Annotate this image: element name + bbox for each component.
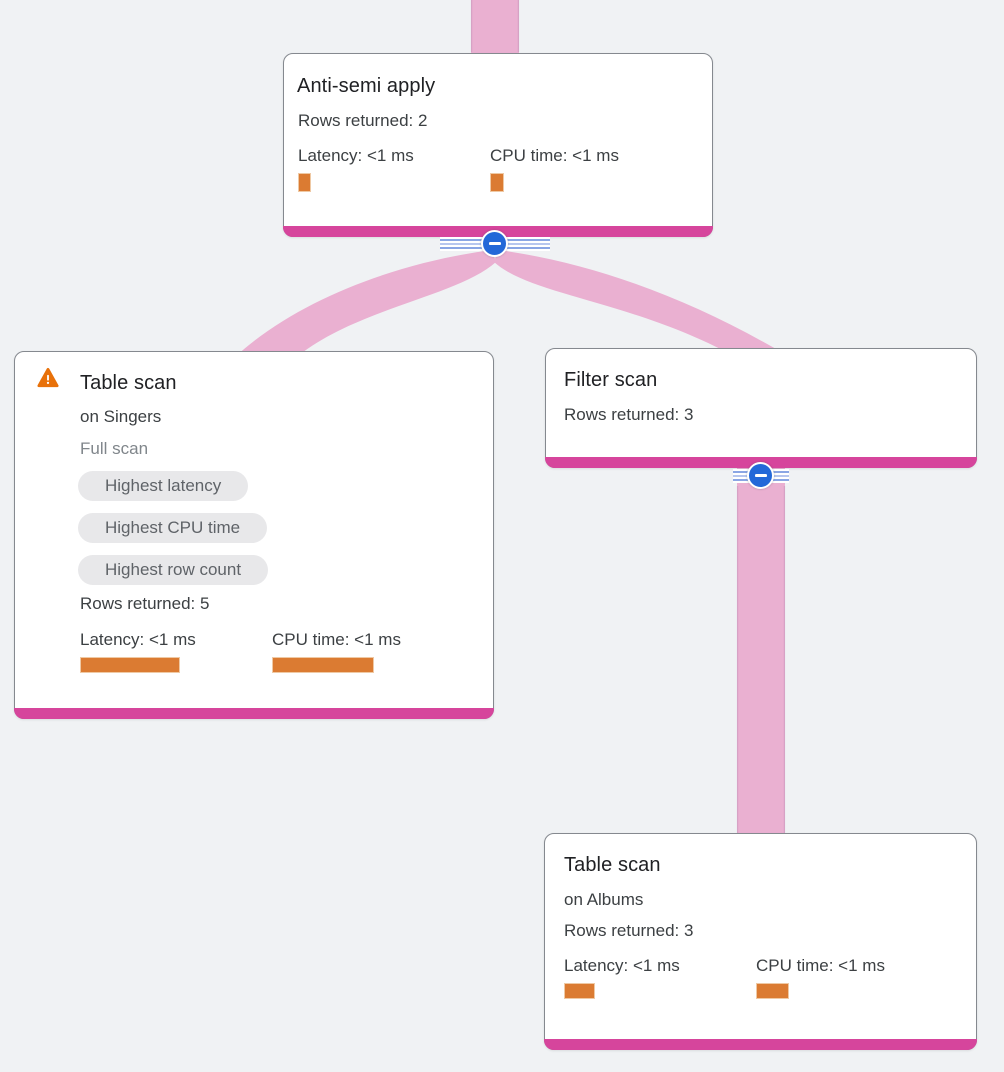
edge-root-to-filter bbox=[494, 250, 788, 356]
latency-bar bbox=[80, 657, 180, 673]
node-metrics: Latency: <1 ms CPU time: <1 ms bbox=[80, 630, 464, 673]
minus-icon bbox=[488, 242, 501, 245]
badge-highest-cpu-time: Highest CPU time bbox=[78, 513, 268, 543]
cpu-bar bbox=[490, 173, 504, 192]
node-subtitle: on Albums bbox=[564, 890, 644, 909]
cpu-metric: CPU time: <1 ms bbox=[272, 630, 464, 673]
node-subtitle: on Singers bbox=[80, 407, 162, 426]
collapse-button-filter[interactable] bbox=[747, 462, 774, 489]
rows-returned: Rows returned: 5 bbox=[80, 594, 210, 613]
badge-highest-latency: Highest latency bbox=[78, 471, 249, 501]
latency-label: Latency: <1 ms bbox=[80, 630, 196, 649]
cpu-bar bbox=[756, 983, 789, 999]
edge-filter-to-albums bbox=[737, 455, 785, 840]
plan-node-anti-semi-apply[interactable]: Anti-semi apply Rows returned: 2 Latency… bbox=[283, 53, 713, 237]
cpu-bar bbox=[272, 657, 374, 673]
node-metrics: Latency: <1 ms CPU time: <1 ms bbox=[564, 956, 948, 999]
edge-root-to-singers bbox=[236, 250, 496, 356]
latency-bar bbox=[298, 173, 311, 192]
rows-returned: Rows returned: 3 bbox=[564, 921, 694, 940]
node-accent-bar bbox=[544, 1039, 977, 1050]
latency-metric: Latency: <1 ms bbox=[564, 956, 756, 999]
cpu-label: CPU time: <1 ms bbox=[490, 146, 619, 165]
latency-bar bbox=[564, 983, 595, 999]
latency-label: Latency: <1 ms bbox=[564, 956, 680, 975]
collapse-button-root[interactable] bbox=[481, 230, 508, 257]
warning-triangle-icon bbox=[37, 367, 59, 388]
cpu-label: CPU time: <1 ms bbox=[756, 956, 885, 975]
node-title: Table scan bbox=[564, 854, 661, 876]
cpu-metric: CPU time: <1 ms bbox=[756, 956, 948, 999]
node-accent-bar bbox=[14, 708, 494, 719]
plan-node-table-scan-albums[interactable]: Table scan on Albums Rows returned: 3 La… bbox=[544, 833, 977, 1050]
plan-node-filter-scan[interactable]: Filter scan Rows returned: 3 bbox=[545, 348, 977, 468]
latency-label: Latency: <1 ms bbox=[298, 146, 414, 165]
badge-highest-row-count: Highest row count bbox=[78, 555, 269, 585]
latency-metric: Latency: <1 ms bbox=[80, 630, 272, 673]
scan-type-label: Full scan bbox=[80, 439, 149, 458]
node-title: Filter scan bbox=[564, 369, 658, 391]
badge-list: Highest latency Highest CPU time Highest… bbox=[78, 471, 269, 585]
rows-returned: Rows returned: 2 bbox=[298, 111, 428, 130]
node-title: Table scan bbox=[80, 372, 177, 394]
node-title: Anti-semi apply bbox=[297, 75, 436, 97]
plan-node-table-scan-singers[interactable]: Table scan on Singers Full scan Highest … bbox=[14, 351, 494, 719]
node-metrics: Latency: <1 ms CPU time: <1 ms bbox=[298, 146, 682, 192]
cpu-metric: CPU time: <1 ms bbox=[490, 146, 682, 192]
cpu-label: CPU time: <1 ms bbox=[272, 630, 401, 649]
edge-root-in bbox=[471, 0, 519, 56]
latency-metric: Latency: <1 ms bbox=[298, 146, 490, 192]
rows-returned: Rows returned: 3 bbox=[564, 405, 694, 424]
minus-icon bbox=[754, 474, 767, 477]
